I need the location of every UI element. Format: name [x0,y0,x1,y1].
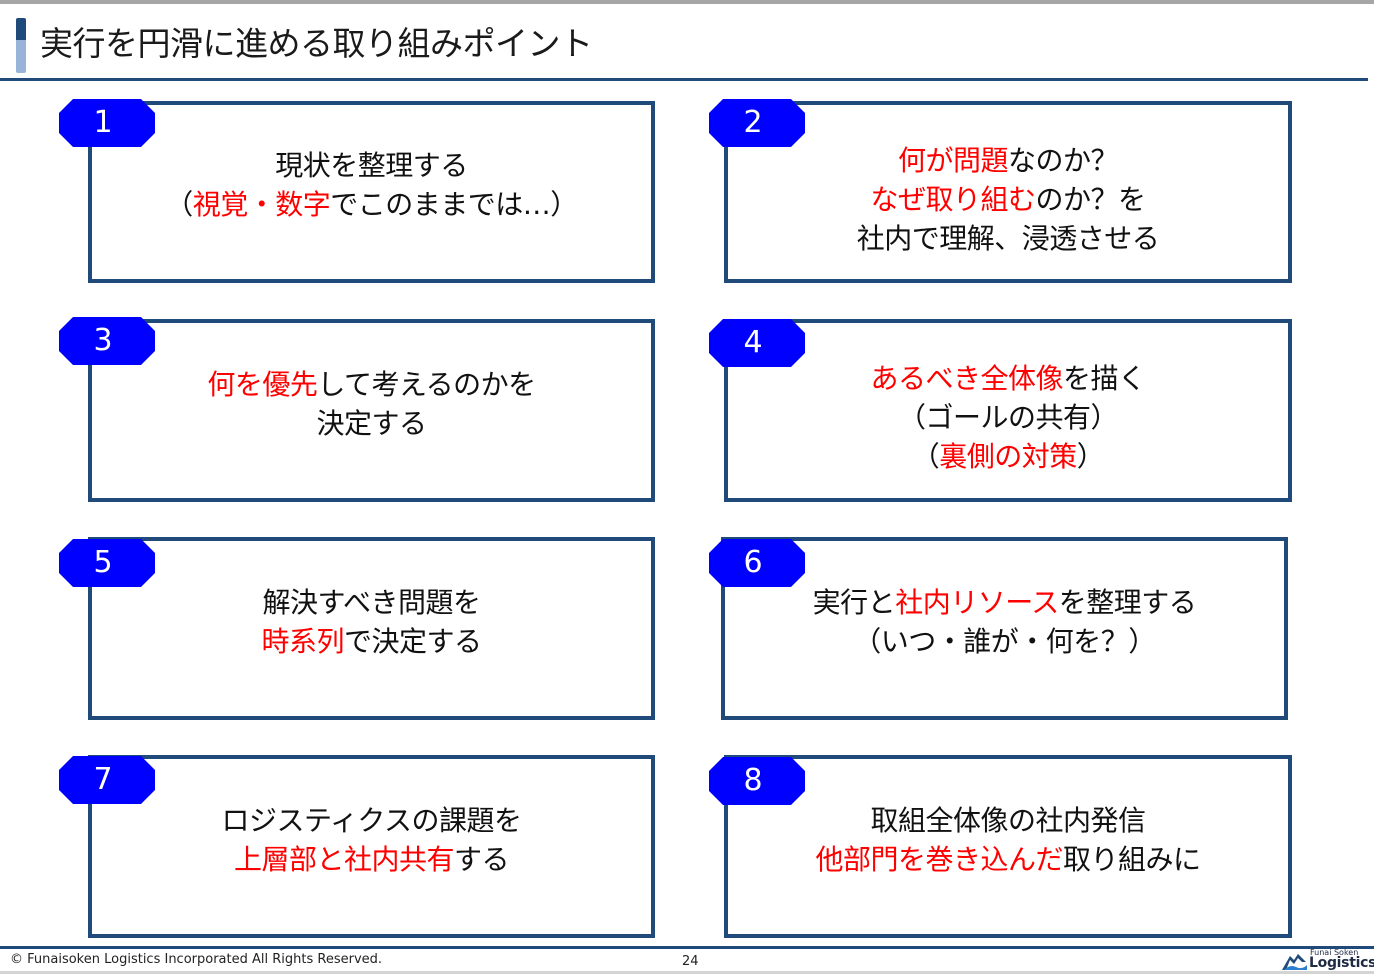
card-line: （視覚・数字でこのままでは…） [165,185,578,224]
card-8-number-badge: 8 [709,757,805,805]
body-text: 解決すべき問題を [262,585,481,619]
card-6-text: 実行と社内リソースを整理する（いつ・誰が・何を？） [813,583,1197,661]
card-3-text: 何を優先して考えるのかを決定する [207,365,536,443]
emphasis-text: あるべき全体像 [870,362,1063,395]
top-rule [0,0,1374,4]
body-text: で決定する [344,624,482,658]
card-3: 何を優先して考えるのかを決定する [88,319,655,502]
card-line: なぜ取り組むのか？を [857,180,1160,219]
footer-bottom-rule [0,971,1374,974]
body-text: のか？を [1035,182,1146,216]
card-line: 時系列で決定する [261,622,482,661]
card-7-number: 7 [93,762,113,797]
card-6-number: 6 [743,545,763,580]
emphasis-text: 何を優先 [207,367,318,401]
card-5-number-badge: 5 [59,539,155,587]
body-text: 現状を整理する [275,149,468,182]
body-text: して考えるのかを [317,367,536,401]
logo-small-text: Funai Soken [1310,948,1359,957]
body-text: 取組全体像の社内発信 [870,803,1146,837]
card-4-text: あるべき全体像を描く（ゴールの共有）（裏側の対策） [870,359,1146,476]
card-line: （いつ・誰が・何を？） [813,622,1197,661]
page-title: 実行を円滑に進める取り組みポイント [40,24,593,63]
body-text: ロジスティクスの課題を [221,803,522,837]
emphasis-text: なぜ取り組む [870,182,1036,216]
card-3-number-badge: 3 [59,317,155,365]
emphasis-text: 視覚・数字 [192,188,331,221]
card-8-text: 取組全体像の社内発信他部門を巻き込んだ取り組みに [815,801,1201,879]
card-line: 何を優先して考えるのかを [207,365,536,404]
body-text: を描く [1063,362,1146,395]
card-2-text: 何が問題なのか？なぜ取り組むのか？を社内で理解、浸透させる [857,141,1160,258]
card-1-number: 1 [93,105,113,140]
body-text: （ [165,188,193,221]
card-line: 現状を整理する [165,146,578,185]
card-7-number-badge: 7 [59,756,155,804]
body-text: なのか？ [1007,143,1119,177]
card-2-number-badge: 2 [709,99,805,147]
card-line: 解決すべき問題を [261,583,481,622]
wave-logo-icon [1282,954,1307,970]
body-text: 社内で理解、浸透させる [856,221,1160,255]
title-accent-dark [16,18,26,40]
emphasis-text: 社内リソース [895,585,1059,619]
title-accent-bar [16,18,26,73]
card-6: 実行と社内リソースを整理する（いつ・誰が・何を？） [721,537,1288,720]
body-text: 取り組みに [1063,842,1201,876]
emphasis-text: 何が問題 [897,143,1009,177]
card-1: 現状を整理する（視覚・数字でこのままでは…） [88,101,655,283]
card-line: 取組全体像の社内発信 [815,801,1200,840]
title-accent-light [16,40,26,73]
emphasis-text: 時系列 [261,624,344,658]
card-5-text: 解決すべき問題を時系列で決定する [261,583,482,661]
emphasis-text: 上層部と社内共有 [233,842,455,876]
body-text: ） [1076,440,1105,473]
card-5-number: 5 [93,545,113,580]
emphasis-text: 裏側の対策 [939,440,1077,473]
card-2: 何が問題なのか？なぜ取り組むのか？を社内で理解、浸透させる [724,101,1292,283]
card-4-number: 4 [743,325,763,360]
card-line: （ゴールの共有） [870,398,1145,437]
body-text: （ゴールの共有） [897,401,1119,434]
card-8: 取組全体像の社内発信他部門を巻き込んだ取り組みに [724,755,1292,938]
body-text: 実行と [812,585,896,619]
body-text: （ [911,440,940,473]
card-8-number: 8 [743,763,763,798]
body-text: する [453,842,510,876]
page-number: 24 [682,954,699,969]
card-line: あるべき全体像を描く [870,359,1146,398]
card-3-number: 3 [93,323,113,358]
card-line: 実行と社内リソースを整理する [813,583,1197,622]
card-1-number-badge: 1 [59,99,155,147]
card-line: ロジスティクスの課題を [222,801,522,840]
logo-big-text: Logistics [1309,955,1374,971]
card-4: あるべき全体像を描く（ゴールの共有）（裏側の対策） [724,319,1292,502]
card-4-number-badge: 4 [709,319,805,367]
card-line: 他部門を巻き込んだ取り組みに [815,840,1201,879]
card-6-number-badge: 6 [709,539,805,587]
card-5: 解決すべき問題を時系列で決定する [88,537,655,720]
body-text: でこのままでは…） [330,188,578,221]
copyright-text: © Funaisoken Logistics Incorporated All … [10,952,383,967]
footer-divider [0,946,1374,949]
body-text: 決定する [316,406,427,440]
card-1-text: 現状を整理する（視覚・数字でこのままでは…） [165,146,578,224]
card-line: 決定する [207,404,535,443]
body-text: を整理する [1058,585,1197,619]
header-divider [0,78,1368,81]
card-7-text: ロジスティクスの課題を上層部と社内共有する [222,801,522,879]
card-line: 社内で理解、浸透させる [857,219,1160,258]
card-line: 上層部と社内共有する [222,840,522,879]
card-7: ロジスティクスの課題を上層部と社内共有する [88,755,655,938]
card-2-number: 2 [743,105,763,140]
company-logo: Funai Soken Logistics [1280,948,1374,972]
body-text: （いつ・誰が・何を？） [853,624,1156,658]
card-line: 何が問題なのか？ [857,141,1160,180]
emphasis-text: 他部門を巻き込んだ [815,842,1063,876]
card-line: （裏側の対策） [870,437,1145,476]
